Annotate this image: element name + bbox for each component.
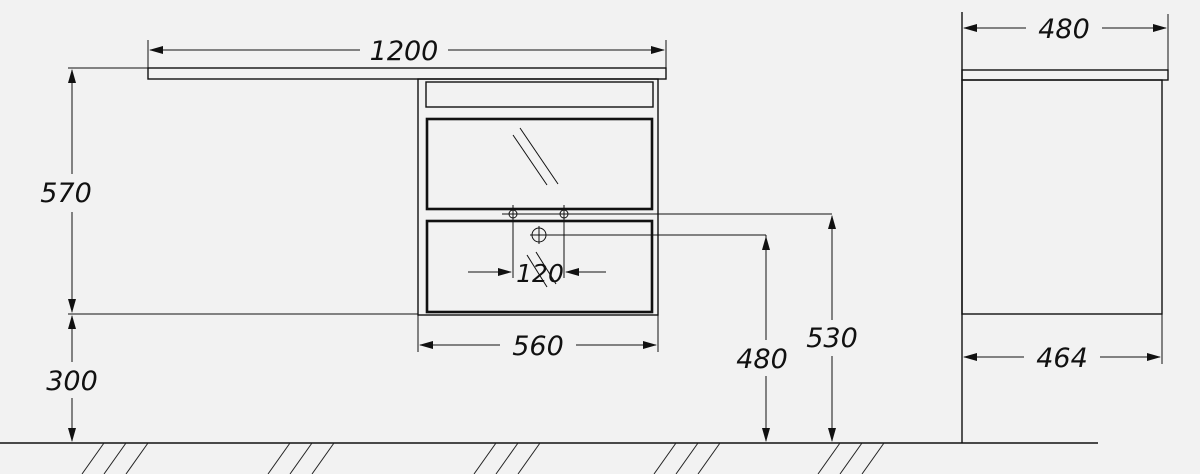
dim-570-label: 570 <box>40 178 92 209</box>
dim-464-label: 464 <box>1036 343 1088 374</box>
dim-120: 120 <box>468 259 606 288</box>
dim-464: 464 <box>963 314 1163 374</box>
lower-drawer <box>425 219 654 314</box>
upper-drawer <box>425 117 654 211</box>
dim-530-label: 530 <box>806 323 858 354</box>
top-rail-panel <box>425 81 654 108</box>
dim-480-side: 480 <box>963 14 1169 70</box>
reflection-marks <box>512 127 559 288</box>
dim-480-drain-label: 480 <box>736 344 788 375</box>
cabinet-body <box>417 78 659 316</box>
dim-300-label: 300 <box>46 366 98 397</box>
dim-1200-label: 1200 <box>370 36 439 67</box>
dim-480-drain: 480 <box>730 235 802 442</box>
front-view <box>0 67 1098 474</box>
dim-1200: 1200 <box>147 36 667 68</box>
dim-570: 570 <box>30 69 104 313</box>
side-view <box>961 12 1169 443</box>
dim-560: 560 <box>417 315 659 362</box>
supply-connections <box>502 205 832 278</box>
dim-300: 300 <box>30 315 104 442</box>
dim-560-label: 560 <box>512 331 564 362</box>
floor-hatching <box>81 442 885 474</box>
dim-120-label: 120 <box>516 259 564 288</box>
dim-530: 530 <box>798 215 868 442</box>
dim-480-side-label: 480 <box>1038 14 1090 45</box>
countertop <box>147 67 667 80</box>
